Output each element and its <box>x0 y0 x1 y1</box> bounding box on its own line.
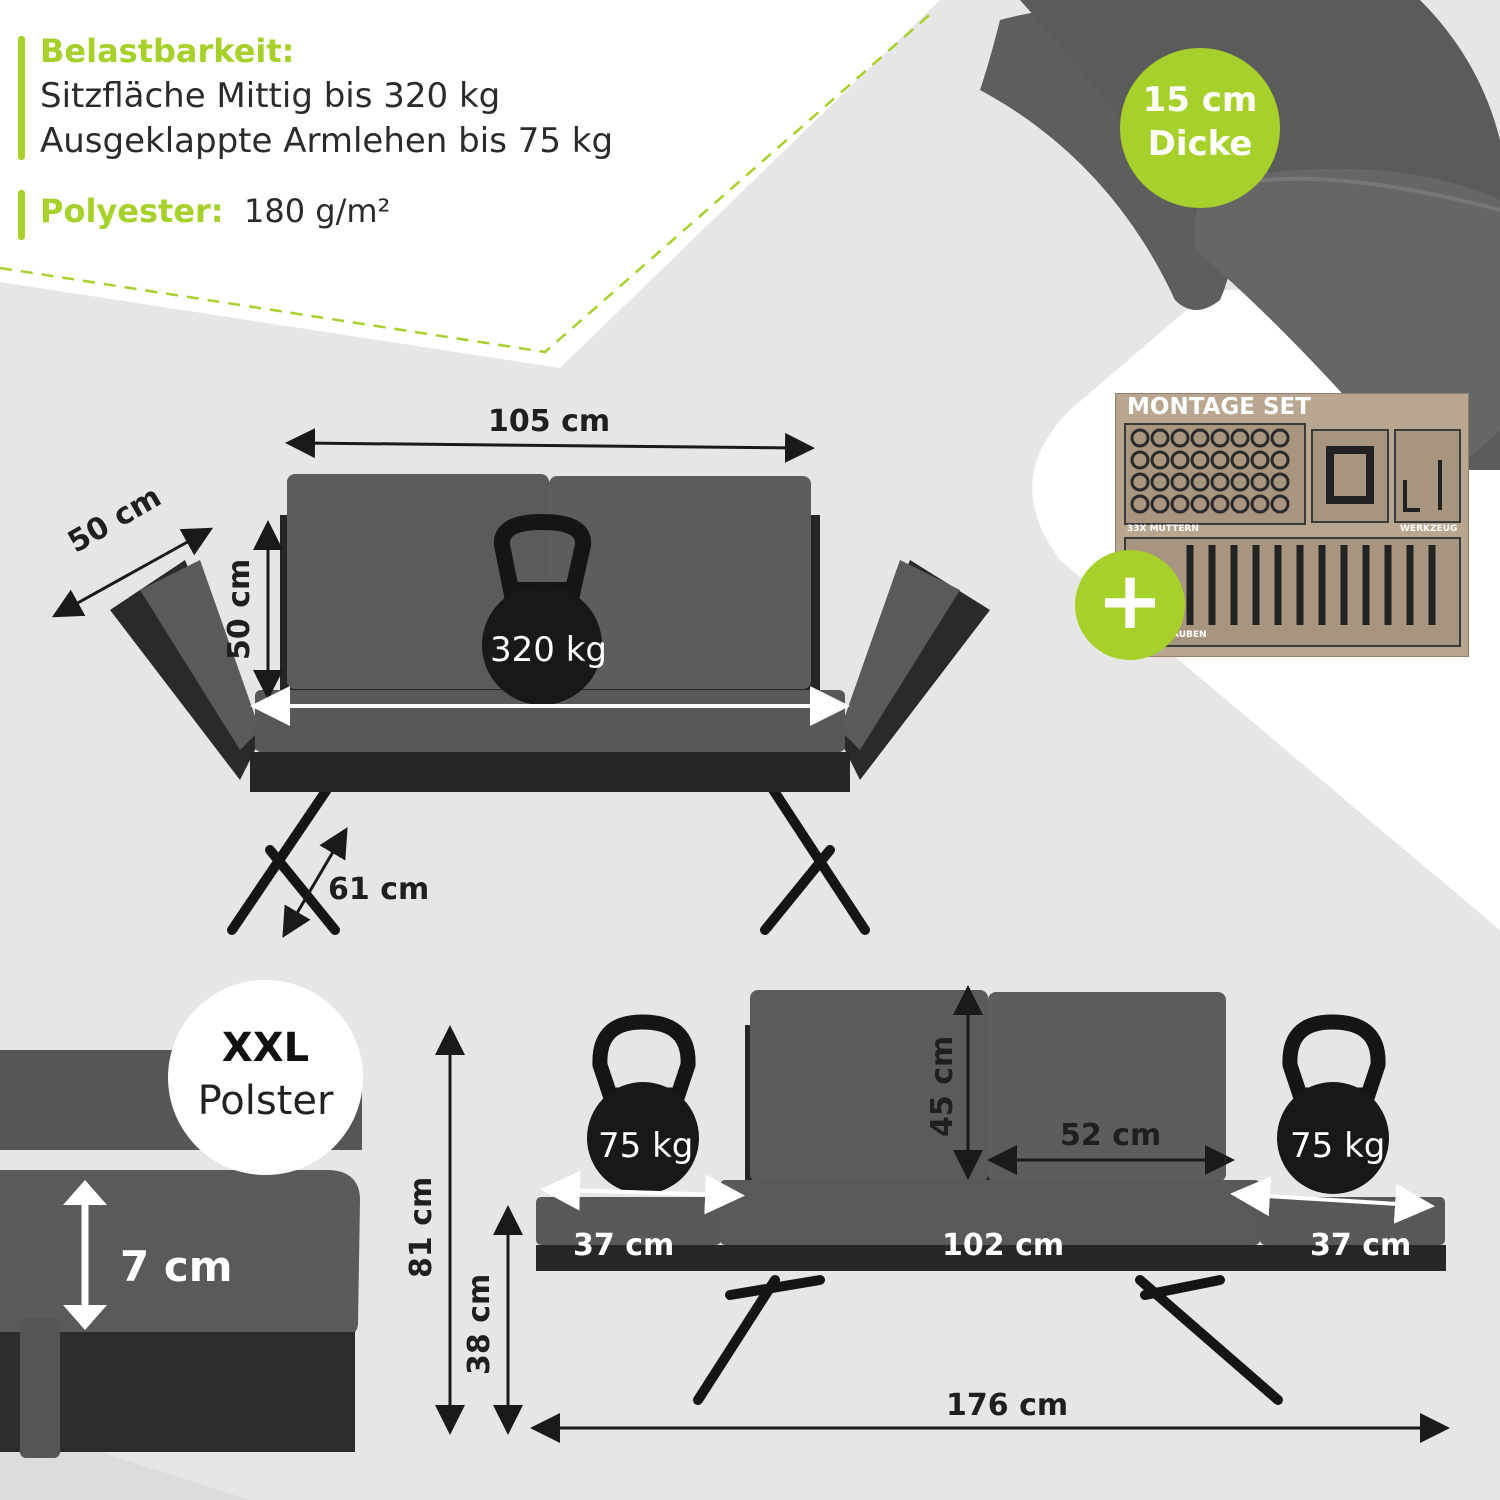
sofa-top-view <box>51 428 990 938</box>
dim-arm-left: 37 cm <box>573 1228 675 1263</box>
dim-seat-width: 102 cm <box>942 1228 1065 1263</box>
dim-back-height: 50 cm <box>222 558 257 660</box>
xxl-badge <box>168 980 363 1175</box>
dim-cushion-thickness: 7 cm <box>120 1242 233 1291</box>
spec-panel-bg <box>0 0 940 368</box>
dim-total-height: 81 cm <box>404 1176 439 1278</box>
fabric-label: Polyester: <box>40 192 224 230</box>
dim-seat-height: 38 cm <box>462 1273 497 1375</box>
thickness-badge <box>1120 48 1280 208</box>
xxl-badge-line-1: XXL <box>221 1025 310 1071</box>
left-load-label: 75 kg <box>598 1126 694 1166</box>
montage-parts-illustration <box>1124 423 1461 647</box>
tools-label: WERKZEUG <box>1400 524 1458 534</box>
nuts-label: 33X MUTTERN <box>1127 524 1199 534</box>
montage-set-title: MONTAGE SET <box>1127 394 1311 420</box>
load-line-2: Ausgeklappte Armlehen bis 75 kg <box>40 121 614 161</box>
plus-icon: + <box>1096 554 1164 647</box>
dim-total-width: 176 cm <box>946 1388 1069 1423</box>
dim-top-width: 105 cm <box>488 404 611 439</box>
dashed-divider <box>0 9 936 354</box>
right-load-label: 75 kg <box>1290 1126 1386 1166</box>
accent-bar-load <box>18 36 25 160</box>
dim-backrest-width: 52 cm <box>1060 1118 1162 1153</box>
fabric-value: 180 g/m² <box>244 192 391 230</box>
xxl-badge-line-2: Polster <box>197 1078 334 1124</box>
plus-badge <box>1075 550 1185 660</box>
dim-backrest-height: 45 cm <box>925 1035 960 1137</box>
load-line-1: Sitzfläche Mittig bis 320 kg <box>40 76 501 116</box>
dim-depth: 61 cm <box>328 872 430 907</box>
sofa-front-view <box>435 985 1450 1443</box>
thickness-badge-line-2: Dicke <box>1147 124 1253 164</box>
thickness-badge-line-1: 15 cm <box>1142 80 1258 120</box>
dim-arm-right: 37 cm <box>1310 1228 1412 1263</box>
load-title: Belastbarkeit: <box>40 32 295 70</box>
screws-label: AUBEN <box>1172 630 1207 640</box>
center-load-label: 320 kg <box>490 630 607 670</box>
accent-bar-fabric <box>18 190 25 240</box>
